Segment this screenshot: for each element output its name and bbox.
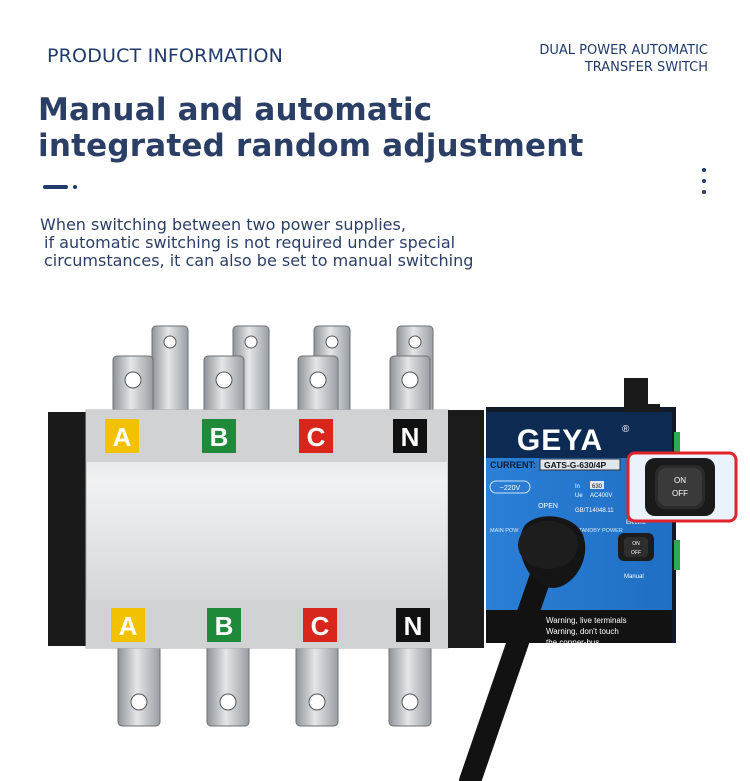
model-number: GATS-G-630/4P	[544, 460, 607, 470]
manual-handle[interactable]	[459, 516, 586, 781]
phase-label-c-bottom-text: C	[311, 611, 330, 641]
bottom-phase-labels: A B C N	[111, 608, 430, 642]
brand-registered-mark: ®	[622, 424, 630, 435]
open-label: OPEN	[538, 503, 558, 510]
transfer-switch-photo: A B C N A B C N GEYA ® CURRENT: GATS-G-6…	[48, 325, 738, 781]
warning-text-3: the copper-bus	[546, 638, 599, 647]
manual-label: Manual	[624, 574, 644, 580]
warning-text-1: Warning, live terminals	[546, 616, 627, 625]
svg-text:OFF: OFF	[631, 550, 641, 556]
callout-toggle-off: OFF	[672, 489, 688, 498]
headline: Manual and automatic integrated random a…	[38, 92, 584, 164]
phase-label-n-bottom-text: N	[404, 611, 423, 641]
bottom-terminals	[117, 639, 432, 727]
phase-label-c-bottom	[303, 608, 337, 642]
main-power-label: MAIN POW	[490, 528, 519, 534]
phase-label-c-top	[299, 419, 333, 453]
warning-text-2: Warning, don't touch	[546, 627, 619, 636]
phase-label-b-bottom	[207, 608, 241, 642]
brand-logo: GEYA	[517, 424, 603, 457]
phase-label-n-bottom	[396, 608, 430, 642]
product-name-line-1: DUAL POWER AUTOMATIC	[539, 43, 708, 58]
callout-toggle-on: ON	[674, 476, 686, 485]
electric-label: Electric	[626, 520, 646, 526]
description-line-3: circumstances, it can also be set to man…	[44, 251, 474, 270]
voltage-label: ~220V	[500, 485, 521, 492]
headline-line-2: integrated random adjustment	[38, 128, 584, 164]
current-label: CURRENT:	[490, 460, 536, 470]
standby-power-label: STANDBY POWER	[575, 528, 623, 534]
headline-line-1: Manual and automatic	[38, 92, 433, 128]
rating-value: 630	[592, 484, 603, 490]
more-vertical-icon[interactable]	[700, 167, 708, 195]
phase-label-a-bottom	[111, 608, 145, 642]
product-name: DUAL POWER AUTOMATIC TRANSFER SWITCH	[539, 42, 708, 76]
description: When switching between two power supplie…	[40, 216, 473, 270]
svg-text:In: In	[575, 484, 580, 490]
accent-dot	[73, 185, 77, 189]
phase-label-b-top-text: B	[210, 422, 229, 452]
highlighted-toggle-callout[interactable]: ON OFF	[626, 451, 738, 523]
top-phase-labels: A B C N	[105, 419, 427, 453]
svg-text:Ue: Ue	[575, 493, 583, 499]
rating-voltage: AC400V	[590, 493, 612, 499]
phase-label-a-top	[105, 419, 139, 453]
product-name-line-2: TRANSFER SWITCH	[584, 60, 708, 75]
phase-label-a-bottom-text: A	[119, 611, 138, 641]
small-toggle-switch[interactable]: ON OFF	[618, 533, 654, 561]
svg-text:ON: ON	[632, 541, 640, 547]
accent-bar	[43, 185, 68, 189]
phase-label-c-top-text: C	[307, 422, 326, 452]
standard-number: GB/T14048.11	[575, 508, 614, 514]
phase-label-b-bottom-text: B	[215, 611, 234, 641]
phase-label-b-top	[202, 419, 236, 453]
phase-label-n-top-text: N	[401, 422, 420, 452]
description-line-2: if automatic switching is not required u…	[44, 233, 456, 252]
phase-label-a-top-text: A	[113, 422, 132, 452]
phase-label-n-top	[393, 419, 427, 453]
description-line-1: When switching between two power supplie…	[40, 215, 406, 234]
end-cap	[48, 412, 86, 646]
section-label: PRODUCT INFORMATION	[47, 45, 284, 67]
